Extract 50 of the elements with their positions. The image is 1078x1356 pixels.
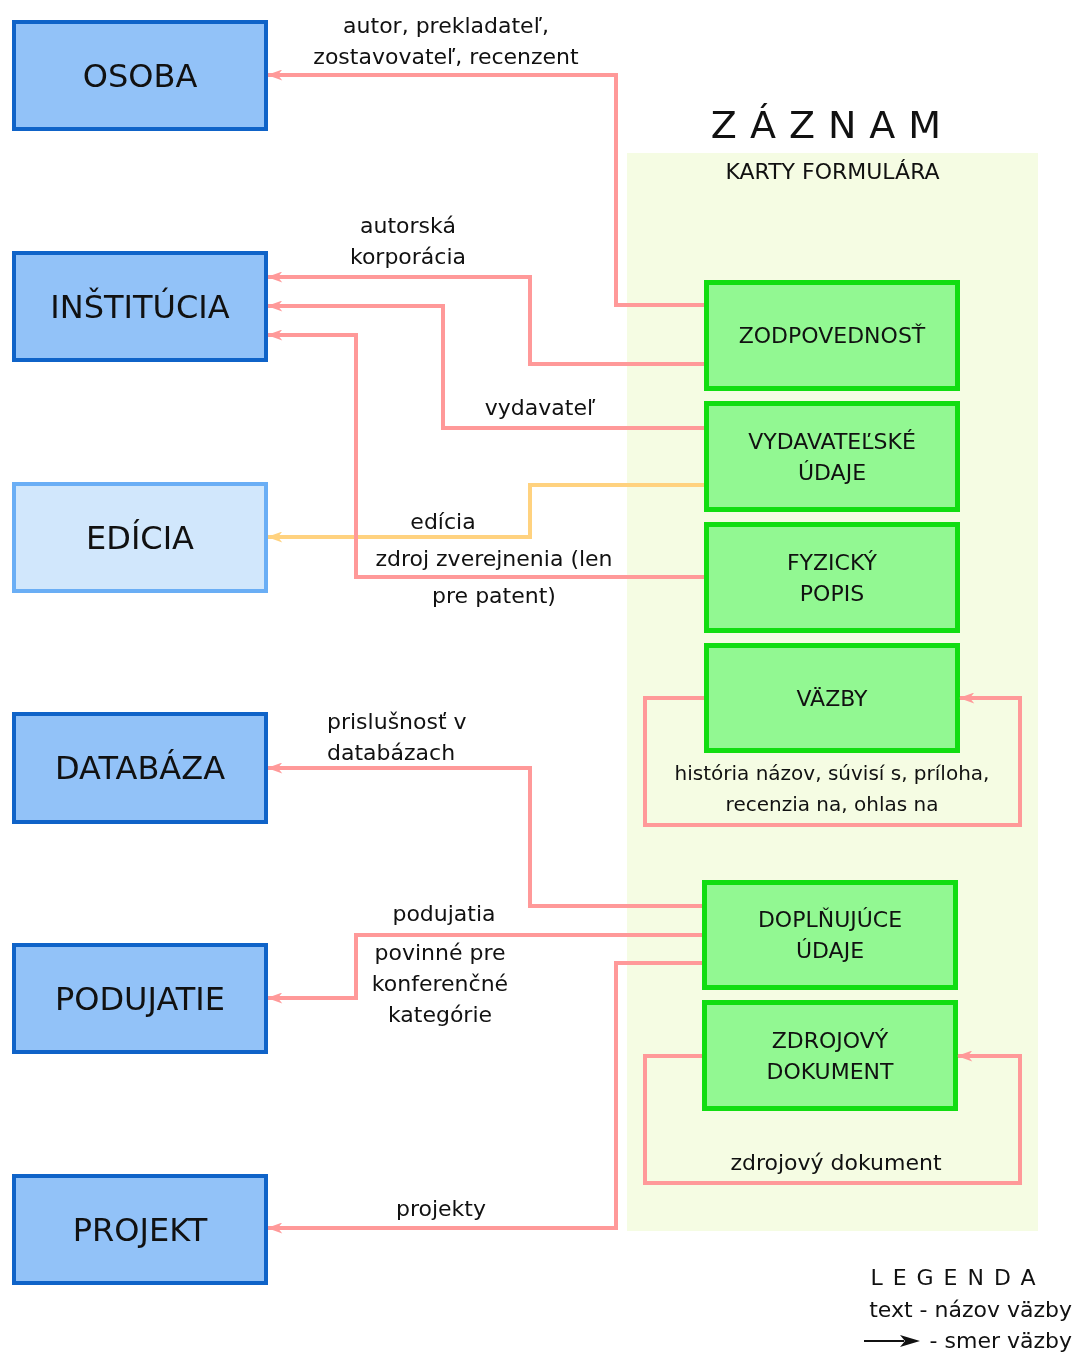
box-label: DATABÁZA xyxy=(54,749,226,787)
edge-label: história názov, súvisí s, príloha, recenzia na, ohlas na xyxy=(673,760,991,818)
box-label: PROJEKT xyxy=(72,1210,208,1249)
box-label: PODUJATIE xyxy=(55,979,225,1018)
edge-label: autorská korporácia xyxy=(348,212,468,271)
entity-box xyxy=(12,712,268,824)
connector-arrow xyxy=(266,69,704,307)
edge-label: vydavateľ xyxy=(483,394,597,422)
entity-box xyxy=(12,1174,268,1285)
edge-label: autor, prekladateľ, zostavovateľ, recenzent xyxy=(312,12,580,71)
connector-arrow xyxy=(643,1050,1022,1185)
box-label: OSOBA xyxy=(82,56,198,95)
box-label: VÄZBY xyxy=(796,684,868,713)
box-label: DOPLŇUJÚCE ÚDAJE xyxy=(756,906,904,965)
edge-label: zdrojový dokument xyxy=(729,1149,943,1177)
form-card-box xyxy=(704,522,960,633)
connector-arrow xyxy=(266,300,704,430)
legend-title: LEGENDA xyxy=(869,1264,1047,1292)
form-card-box xyxy=(702,880,958,990)
entity-box xyxy=(12,482,268,593)
legend-text: - smer väzby xyxy=(929,1328,1072,1353)
panel-title: ZÁZNAM xyxy=(710,103,955,147)
box-label: VYDAVATEĽSKÉ ÚDAJE xyxy=(747,427,917,487)
legend-text: text - názov väzby xyxy=(869,1297,1072,1322)
form-card-box xyxy=(702,1000,958,1111)
connector-arrow xyxy=(266,762,702,908)
box-label: ZODPOVEDNOSŤ xyxy=(738,322,926,350)
connector-arrow xyxy=(266,483,704,543)
form-card-box xyxy=(704,280,960,391)
note-text: povinné pre konferenčné kategórie xyxy=(370,939,510,1029)
box-label: INŠTITÚCIA xyxy=(50,287,230,326)
form-card-box xyxy=(704,643,960,753)
entity-box xyxy=(12,943,268,1054)
entity-box xyxy=(12,20,268,131)
edge-label: zdroj zverejnenia (len pre patent) xyxy=(374,545,614,610)
connector-arrow xyxy=(266,961,702,1234)
connector-arrow xyxy=(266,933,702,1004)
edge-label: podujatia xyxy=(391,900,497,928)
entity-box xyxy=(12,251,268,362)
box-label: EDÍCIA xyxy=(86,518,194,557)
edge-label: prislušnosť v databázach xyxy=(327,708,468,767)
edge-label: edícia xyxy=(409,508,477,536)
form-card-box xyxy=(704,401,960,512)
panel-subtitle: KARTY FORMULÁRA xyxy=(725,159,940,184)
box-label: ZDROJOVÝ DOKUMENT xyxy=(765,1026,895,1086)
box-label: FYZICKÝ POPIS xyxy=(785,548,879,608)
connector-arrow xyxy=(266,329,704,579)
edge-label: projekty xyxy=(395,1195,487,1223)
connector-arrow xyxy=(266,271,704,366)
connector-arrow xyxy=(643,692,1022,827)
